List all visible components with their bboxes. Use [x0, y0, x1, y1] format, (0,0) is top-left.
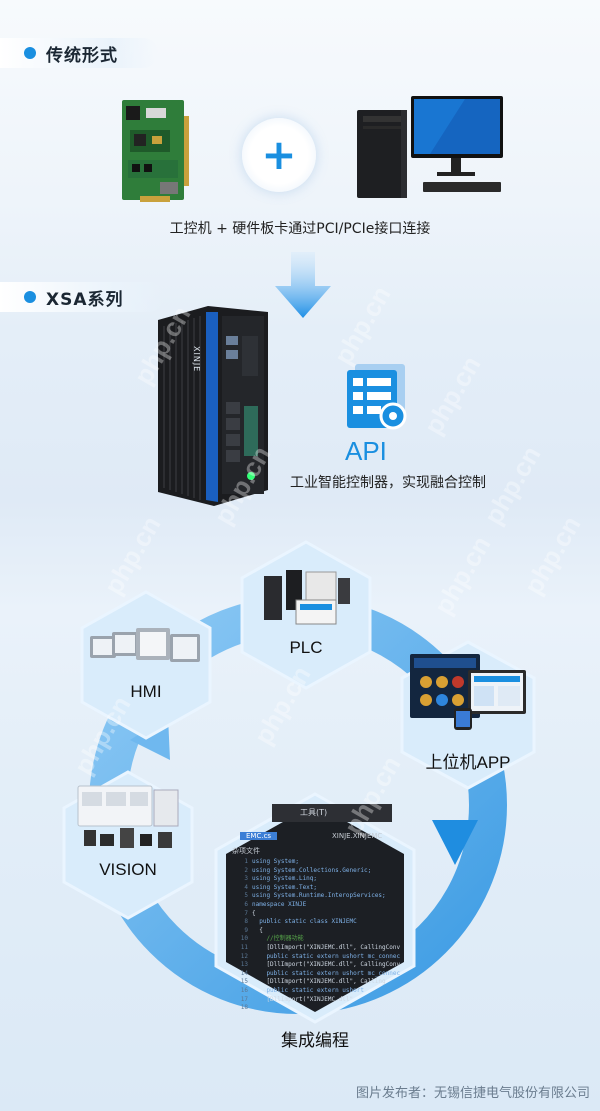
ide-code-line: public static class XINJEMC: [252, 918, 357, 926]
publisher-credit: 图片发布者：无锡信捷电气股份有限公司: [355, 1086, 590, 1101]
ide-code-line: namespace XINJE: [252, 900, 307, 908]
ide-line-number: 15: [240, 978, 248, 986]
section-title: 传统形式: [46, 45, 118, 66]
ide-line-number: 3: [244, 875, 248, 883]
ide-code-line: using System.Linq;: [252, 875, 318, 883]
plus-badge: +: [242, 118, 316, 192]
ide-code-line: public static extern ushort mc_connect: [252, 969, 400, 977]
watermark-text: php.cn: [477, 440, 547, 530]
ide-tab-path: XINJE.XINJEMC: [332, 832, 383, 840]
traditional-caption: 工控机 + 硬件板卡通过PCI/PCIe接口连接: [169, 221, 431, 237]
hex-host-app: 上位机APP: [400, 640, 536, 790]
ide-line-number: 10: [240, 935, 248, 943]
plc-products-image: [260, 570, 352, 628]
ide-code-line: {: [252, 926, 263, 934]
bullet-dot-icon: [24, 291, 36, 303]
ide-code-line: using System.Runtime.InteropServices;: [252, 892, 386, 900]
ide-code-line: using System.Collections.Generic;: [252, 866, 372, 874]
ide-code-line: //控制器功能: [252, 935, 304, 943]
hex-label-host-app: 上位机APP: [425, 753, 511, 772]
ide-line-number: 11: [240, 943, 248, 951]
section-header-traditional: 传统形式: [0, 38, 158, 68]
watermark-text: php.cn: [417, 350, 487, 440]
watermark-text: php.cn: [327, 280, 397, 370]
api-icon: [343, 364, 413, 434]
host-app-screens-image: [410, 652, 528, 732]
hex-label-hmi: HMI: [130, 682, 162, 701]
ide-file-tab[interactable]: EMC.cs: [240, 832, 278, 840]
ide-line-number: 6: [244, 900, 248, 908]
ide-line-number: 17: [240, 995, 248, 1003]
ide-line-number: 13: [240, 961, 248, 969]
ide-tab-bar: EMC.cs XINJE.XINJEMC: [234, 832, 404, 844]
ide-code-line: public static extern ushort: [252, 986, 364, 994]
ide-code-line: public static extern ushort mc_connect_o…: [266, 952, 400, 960]
ide-code-line: using System.Text;: [252, 883, 318, 891]
api-label: API: [345, 436, 387, 466]
down-arrow-icon: [275, 252, 331, 318]
ide-menu-tools[interactable]: 工具(T): [300, 808, 328, 817]
ide-line-number: 9: [244, 926, 248, 934]
ide-code-line: [DllImport("XINJEMC.dll", CallingConvent…: [266, 943, 400, 951]
hex-label-programming: 集成编程: [281, 1031, 349, 1051]
hex-label-vision: VISION: [99, 860, 157, 879]
hex-plc: PLC: [240, 540, 372, 690]
section-title: XSA系列: [46, 289, 124, 310]
ide-line-number: 16: [240, 986, 248, 994]
ide-line-number: 18: [240, 1004, 248, 1012]
ide-line-number: 5: [244, 892, 248, 900]
ide-menu-bar: 工具(T): [272, 804, 392, 822]
bullet-dot-icon: [24, 47, 36, 59]
plus-icon: +: [261, 130, 297, 179]
hardware-card-image: [120, 96, 190, 206]
section-header-xsa: XSA系列: [0, 282, 164, 312]
device-brand-label: XINJE: [192, 346, 201, 373]
ide-code-line: [DllImport("XINJEMC.dll": [252, 995, 354, 1003]
ide-code-line: using System;: [252, 858, 299, 865]
ide-line-number: 8: [244, 918, 248, 926]
vision-products-image: [72, 784, 184, 854]
hex-hmi: HMI: [80, 590, 212, 740]
hex-label-plc: PLC: [289, 638, 323, 657]
ide-code-line: {: [252, 909, 256, 917]
industrial-pc-image: [355, 96, 505, 201]
ide-tree-label: 杂项文件: [232, 847, 260, 855]
xsa-controller-image: XINJE: [158, 306, 268, 506]
ide-line-number: 14: [240, 969, 248, 977]
hmi-panels-image: [90, 626, 202, 666]
ide-line-number: 1: [244, 858, 248, 865]
ide-line-number: 7: [244, 909, 248, 917]
ide-line-number: 2: [244, 866, 248, 874]
xsa-caption: 工业智能控制器，实现融合控制: [290, 475, 486, 491]
ide-line-number: 4: [244, 883, 248, 891]
ide-line-number: 12: [240, 952, 248, 960]
ide-code-editor[interactable]: using System;using System.Collections.Ge…: [252, 858, 400, 1004]
hex-vision: VISION: [62, 770, 194, 920]
ide-code-line: [DllImport("XINJEMC.dll", Calling: [252, 978, 386, 986]
ide-code-line: [DllImport("XINJEMC.dll", CallingConvent…: [266, 961, 400, 969]
